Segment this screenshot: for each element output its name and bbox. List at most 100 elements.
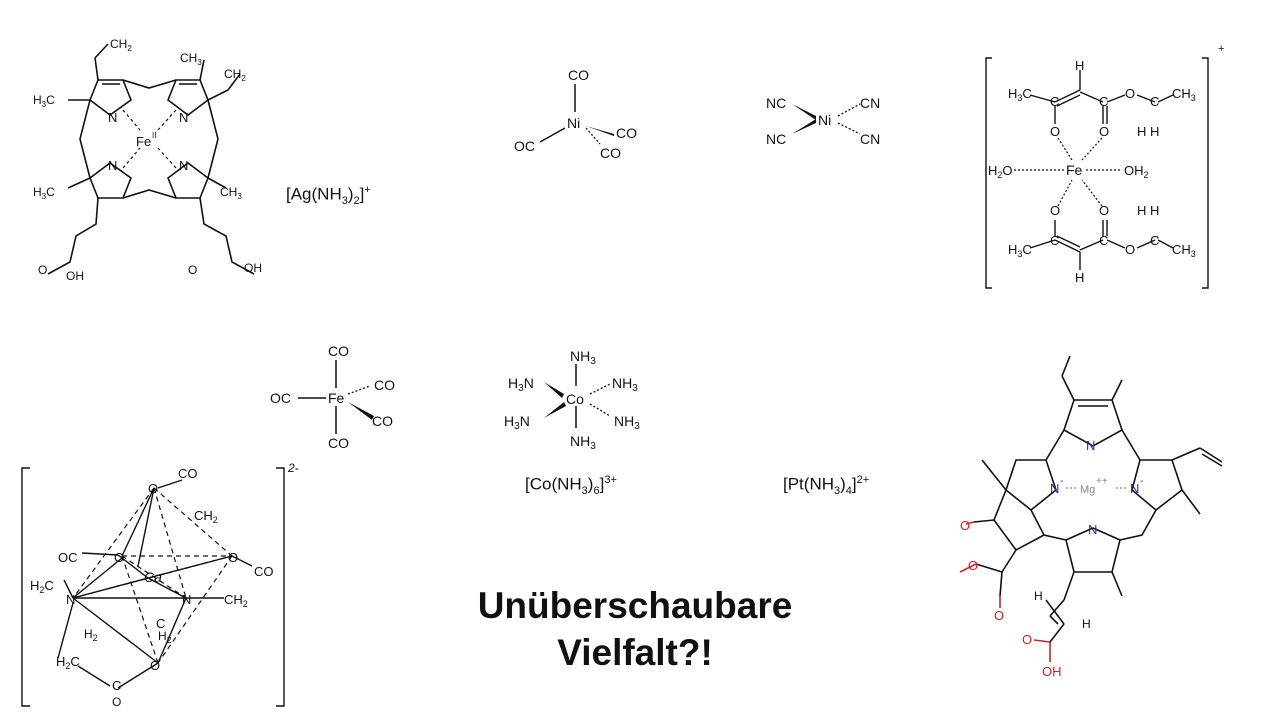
fe-acac-complex: + H H3C C C O C CH3 O O H H H2O Fe OH2 O… [985, 43, 1224, 289]
ni-cn-structure: Ni NC NC CN CN [766, 95, 880, 147]
ni-co-top: CO [568, 67, 589, 83]
heme-o-a: O [38, 263, 47, 277]
formula-co: [Co(NH3)6]3+ [525, 474, 617, 498]
fe-co-structure: CO OC Fe CO CO CO [270, 343, 395, 451]
heme-structure: N N N N Fe II CH2 CH2 CH3 H3C H3C CH3 O … [33, 37, 262, 283]
chl-n-left-minus: - [1060, 476, 1063, 487]
heme-n2: N [179, 110, 188, 125]
ca-edta-n-left: N [66, 592, 75, 607]
co-nh3-top: NH3 [570, 348, 596, 367]
co-nh3-br: NH3 [614, 413, 640, 432]
heme-ch3-b: CH3 [220, 185, 242, 201]
ca-edta-c-mid: C [156, 616, 165, 631]
co-nh3-structure: NH3 H3N NH3 Co H3N NH3 NH3 [504, 348, 640, 452]
fe-co-right1: CO [374, 377, 395, 393]
fe-complex-c-top2: C [1099, 94, 1108, 109]
heme-n3: N [108, 158, 117, 173]
fe-complex-h2o: H2O [988, 163, 1013, 180]
fe-complex-o-bot2: O [1099, 203, 1109, 218]
heme-ch2-a: CH2 [110, 37, 132, 53]
fe-complex-ch3-top: CH3 [1172, 86, 1196, 103]
fe-co-top: CO [328, 343, 349, 359]
ca-edta-o-right: O [228, 550, 238, 565]
fe-complex-c-top3: C [1150, 94, 1159, 109]
fe-complex-ch3-bot: CH3 [1172, 242, 1196, 259]
formula-ag: [Ag(NH3)2]+ [286, 184, 371, 208]
fe-co-right2: CO [372, 413, 393, 429]
ni-co-bottom: CO [600, 145, 621, 161]
fe-complex-o-top1: O [1125, 86, 1135, 101]
heme-oh-a: OH [66, 269, 84, 283]
fe-complex-c-bot2: C [1099, 233, 1108, 248]
ca-edta-ch2-right: CH2 [224, 592, 248, 609]
co-nh3-tl: H3N [508, 375, 534, 394]
heme-oh-b: OH [244, 261, 262, 275]
ca-edta-ch2-top: CH2 [194, 508, 218, 525]
ca-edta-h2c-left: H2C [30, 578, 54, 595]
ni-cn-tr: CN [860, 95, 880, 111]
ca-edta-o-bottom2: O [112, 695, 121, 709]
chl-n-right-minus: - [1140, 476, 1143, 487]
chl-o-ester1: O [968, 558, 978, 573]
ca-edta-metal: Ca [144, 569, 162, 585]
fe-complex-o-bot3: O [1125, 242, 1135, 257]
fe-complex-c-bot1: C [1050, 233, 1059, 248]
ca-edta-h2-left: H2 [84, 627, 98, 643]
heme-ch2-b: CH2 [224, 67, 246, 83]
co-nh3-center: Co [566, 391, 584, 407]
heme-metal: Fe [136, 134, 151, 149]
ca-edta-o-top: O [148, 481, 158, 496]
fe-co-left: OC [270, 390, 291, 406]
ni-co-center: Ni [567, 115, 580, 131]
chl-h-b: H [1082, 617, 1091, 631]
chl-n-bottom: N [1088, 522, 1097, 537]
ni-cn-bl: NC [766, 131, 786, 147]
fe-complex-o-bot1: O [1050, 203, 1060, 218]
ca-edta-o-left: O [114, 550, 124, 565]
chl-n-top: N [1086, 438, 1095, 453]
ca-edta-co-right: CO [254, 564, 274, 579]
fe-complex-c-top1: C [1050, 94, 1059, 109]
fe-complex-o-top2: O [1050, 124, 1060, 139]
ca-edta-h2c-bottom: H2C [56, 654, 80, 671]
ca-edta-o-bottom: O [150, 658, 160, 673]
ca-edta-h2-right: H2 [158, 629, 172, 645]
fe-complex-metal: Fe [1066, 162, 1083, 178]
ca-edta-co-top: CO [178, 466, 198, 481]
ni-co-structure: CO Ni OC CO CO [514, 67, 637, 161]
heme-metal-ox: II [152, 131, 156, 140]
chl-mg-charge: ++ [1096, 476, 1108, 487]
ca-edta-n-right: N [182, 592, 191, 607]
co-nh3-bl: H3N [504, 413, 530, 432]
chl-h-a: H [1034, 589, 1043, 603]
ni-cn-center: Ni [818, 112, 831, 128]
fe-complex-o-top3: O [1099, 124, 1109, 139]
chl-n-right: N [1130, 481, 1139, 496]
fe-complex-h-top: H [1075, 58, 1084, 73]
chlorophyll-structure: N N - Mg ++ N - N O O O H H O OH [959, 355, 1223, 679]
chl-oh-acid: OH [1042, 664, 1062, 679]
ni-cn-br: CN [860, 131, 880, 147]
slide-title-line2: Vielfalt?! [557, 632, 713, 673]
formula-pt: [Pt(NH3)4]2+ [783, 474, 870, 498]
chl-o-ketone: O [960, 518, 970, 533]
ni-co-right: CO [616, 125, 637, 141]
fe-co-center: Fe [328, 390, 345, 406]
heme-ch3-a: CH3 [180, 51, 202, 67]
heme-o-b: O [188, 263, 197, 277]
fe-complex-hh-bot: H H [1137, 203, 1159, 218]
heme-n1: N [108, 110, 117, 125]
co-nh3-tr: NH3 [612, 375, 638, 394]
heme-n4: N [179, 158, 188, 173]
ca-edta-c-bottom: C [112, 678, 121, 693]
fe-complex-h-bot: H [1075, 270, 1084, 285]
ca-edta-structure: 2- CO O CH2 OC O O CO Ca H2C N N CH2 C H… [21, 461, 299, 709]
chl-mg: Mg [1080, 484, 1095, 496]
chl-n-left: N [1050, 481, 1059, 496]
chl-o-acid: O [1022, 632, 1032, 647]
slide-title-line1: Unüberschaubare [477, 585, 793, 626]
ni-co-left: OC [514, 138, 535, 154]
ca-edta-oc-left: OC [58, 550, 78, 565]
fe-complex-hh-top: H H [1137, 124, 1159, 139]
fe-co-bottom: CO [328, 435, 349, 451]
